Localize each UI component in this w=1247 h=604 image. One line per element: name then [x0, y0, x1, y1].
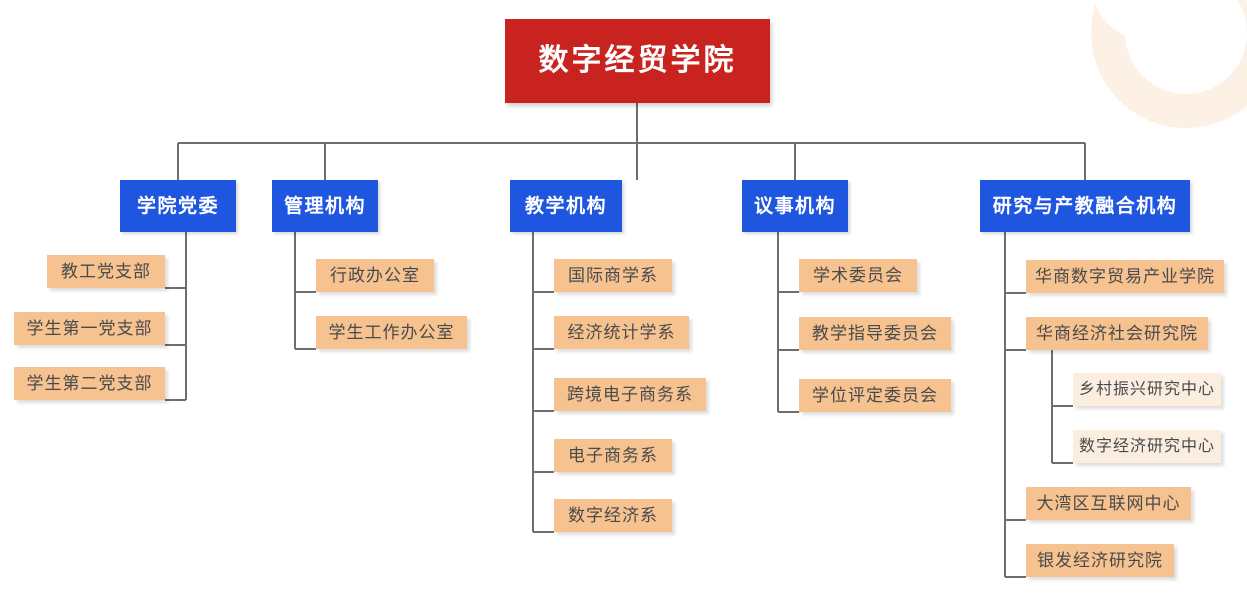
branch-node-party-committee[interactable]: 学院党委 — [120, 180, 236, 232]
leaf-node-rural-revitalization-research-center[interactable]: 乡村振兴研究中心 — [1073, 373, 1221, 406]
branch-node-research-industry-education[interactable]: 研究与产教融合机构 — [980, 180, 1190, 232]
root-node-digital-economy-trade-college[interactable]: 数字经贸学院 — [505, 19, 770, 103]
leaf-node-cross-border-ecommerce-dept[interactable]: 跨境电子商务系 — [554, 378, 706, 411]
leaf-node-huashang-digital-trade-industry-college[interactable]: 华商数字贸易产业学院 — [1026, 260, 1224, 293]
decorative-ring-cutout — [1091, 0, 1211, 42]
node-huashang-economic-social-research-institute[interactable]: 华商经济社会研究院 — [1026, 317, 1208, 350]
branch-node-teaching[interactable]: 教学机构 — [510, 180, 622, 232]
leaf-node-international-business-dept[interactable]: 国际商学系 — [554, 259, 672, 292]
leaf-node-digital-economy-dept[interactable]: 数字经济系 — [554, 499, 672, 532]
leaf-node-degree-evaluation-committee[interactable]: 学位评定委员会 — [799, 379, 951, 412]
leaf-node-academic-committee[interactable]: 学术委员会 — [799, 259, 917, 292]
branch-node-deliberative[interactable]: 议事机构 — [742, 180, 848, 232]
leaf-node-digital-economy-research-center[interactable]: 数字经济研究中心 — [1073, 430, 1221, 463]
leaf-node-student-affairs-office[interactable]: 学生工作办公室 — [316, 316, 467, 349]
decorative-ring-watermark — [1091, 0, 1247, 128]
leaf-node-student-first-party-branch[interactable]: 学生第一党支部 — [14, 312, 165, 345]
branch-node-administrative[interactable]: 管理机构 — [272, 180, 378, 232]
leaf-node-teaching-guidance-committee[interactable]: 教学指导委员会 — [799, 317, 951, 350]
leaf-node-ecommerce-dept[interactable]: 电子商务系 — [554, 439, 672, 472]
leaf-node-administrative-office[interactable]: 行政办公室 — [316, 259, 434, 292]
leaf-node-faculty-party-branch[interactable]: 教工党支部 — [47, 255, 165, 288]
leaf-node-economic-statistics-dept[interactable]: 经济统计学系 — [554, 316, 689, 349]
leaf-node-student-second-party-branch[interactable]: 学生第二党支部 — [14, 367, 165, 400]
leaf-node-silver-economy-research-institute[interactable]: 银发经济研究院 — [1026, 544, 1174, 577]
leaf-node-greater-bay-area-internet-center[interactable]: 大湾区互联网中心 — [1026, 487, 1191, 520]
